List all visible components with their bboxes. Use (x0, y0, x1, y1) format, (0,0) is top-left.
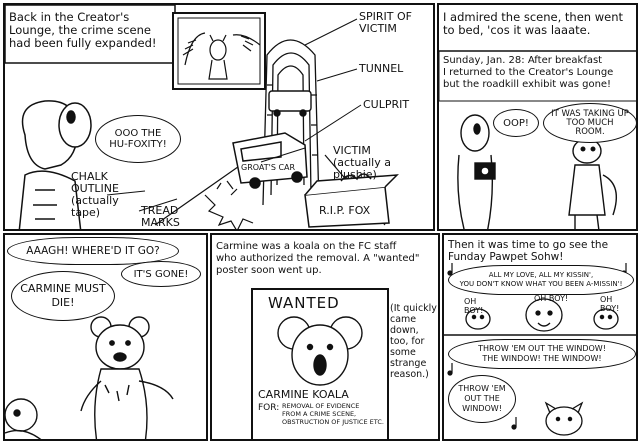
panel4-caption: Carmine was a koala on the FC staff who … (216, 241, 420, 276)
panel2-caption-sub: Sunday, Jan. 28: After breakfast I retur… (443, 55, 614, 90)
speech-text: OOO THE HU-FOXITY! (109, 128, 167, 150)
turtle-character (18, 100, 92, 229)
car-label: GROAT'S CAR (241, 163, 296, 172)
panel4-aside: (It quickly came down, too, for some str… (390, 303, 437, 380)
panel-wanted-poster: Carmine was a koala on the FC staff who … (210, 233, 440, 441)
label-chalk: CHALK OUTLINE (actually tape) (71, 170, 119, 219)
panel2-caption-top: I admired the scene, then went to bed, '… (443, 10, 623, 37)
poster-for-label: FOR: (258, 403, 280, 413)
song-bubble-2: THROW 'EM OUT THE WINDOW! THE WINDOW! TH… (448, 339, 636, 369)
label-tread: TREAD MARKS (141, 204, 180, 229)
poster-title: WANTED (268, 294, 340, 312)
label-spirit: SPIRIT OF VICTIM (359, 10, 412, 35)
poster-for-text: REMOVAL OF EVIDENCE FROM A CRIME SCENE, … (282, 402, 384, 426)
panel-aaagh: AAAGH! WHERE'D IT GO? IT'S GONE! CARMINE… (3, 233, 208, 441)
crime-scene-drawing (5, 5, 399, 229)
panel5-caption: Then it was time to go see the Funday Pa… (448, 239, 609, 263)
speech-bubble-gone: IT'S GONE! (121, 261, 201, 287)
oh-boy-3: OH BOY! (600, 295, 620, 313)
speech-bubble-carmine-must-die: CARMINE MUST DIE! (11, 271, 115, 321)
oh-boy-2: OH BOY! (464, 297, 484, 315)
culprit-car (232, 132, 308, 189)
panel-pawpet-show: Then it was time to go see the Funday Pa… (442, 233, 638, 441)
aaagh-drawing (5, 316, 174, 439)
speech-text: AAAGH! WHERE'D IT GO? (26, 244, 160, 257)
poster-name: CARMINE KOALA (258, 388, 349, 401)
victim-box (304, 173, 399, 228)
bear-character (80, 316, 174, 439)
song-text: ALL MY LOVE, ALL MY KISSIN', YOU DON'T K… (459, 271, 623, 288)
panel-crime-scene: Back in the Creator's Lounge, the crime … (3, 3, 435, 231)
song-text: THROW 'EM OUT THE WINDOW! THE WINDOW! TH… (478, 344, 606, 363)
panel1-caption: Back in the Creator's Lounge, the crime … (9, 10, 157, 50)
speech-text: IT WAS TAKING UP TOO MUCH ROOM. (551, 108, 629, 137)
speech-text: OOP! (503, 117, 529, 129)
speech-bubble-aaagh: AAAGH! WHERE'D IT GO? (7, 237, 179, 265)
speech-bubble-huFoxity: OOO THE HU-FOXITY! (95, 115, 181, 163)
speech-text: CARMINE MUST DIE! (20, 282, 106, 309)
song-bubble-1: ALL MY LOVE, ALL MY KISSIN', YOU DON'T K… (448, 265, 634, 295)
turtle-corner (5, 398, 42, 439)
oh-boy-1: OH BOY! (534, 294, 569, 303)
puppet-characters (465, 298, 619, 436)
turtle-with-camera (457, 114, 496, 229)
label-culprit: CULPRIT (363, 98, 410, 111)
song-bubble-3: THROW 'EM OUT THE WINDOW! (448, 375, 516, 423)
speech-text: IT'S GONE! (133, 268, 189, 280)
speech-bubble-fox: IT WAS TAKING UP TOO MUCH ROOM. (543, 103, 636, 143)
wanted-poster-drawing (251, 288, 389, 439)
tunnel (262, 39, 320, 206)
label-tunnel: TUNNEL (359, 62, 404, 75)
tunnel-car (268, 90, 312, 117)
spirit-figure (182, 32, 261, 80)
label-victim: VICTIM (actually a plushie) (333, 144, 391, 181)
chalk-outline (204, 180, 254, 229)
panel-exhibit-gone: I admired the scene, then went to bed, '… (437, 3, 638, 231)
pawpet-show-drawing (444, 263, 636, 436)
speech-bubble-oop: OOP! (493, 109, 539, 137)
box-label: R.I.P. FOX (319, 204, 371, 217)
song-text: THROW 'EM OUT THE WINDOW! (458, 384, 506, 413)
koala-face (277, 316, 363, 386)
